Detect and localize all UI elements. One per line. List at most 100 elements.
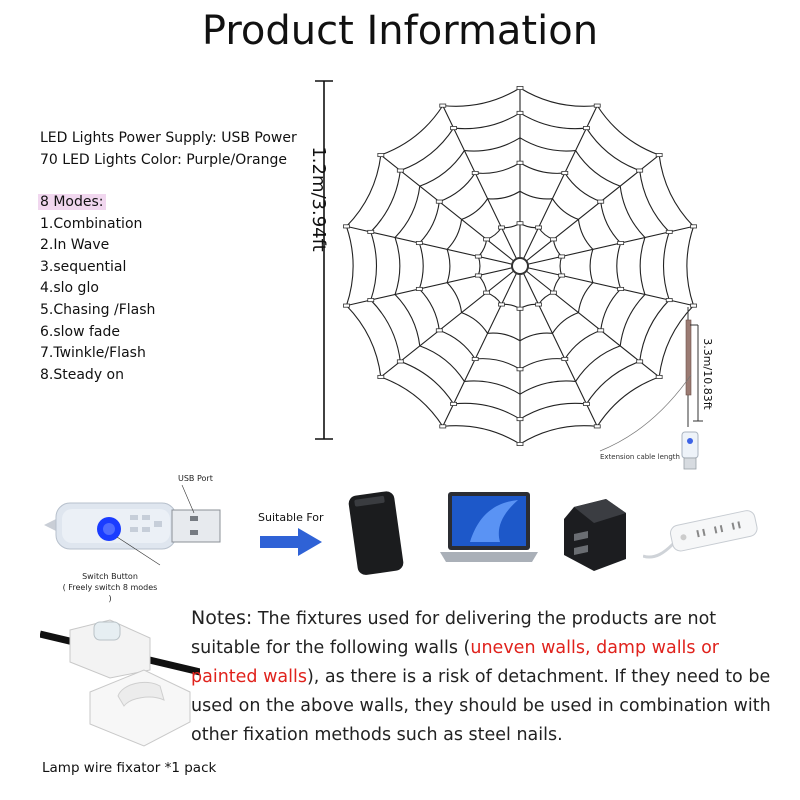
spec-color: 70 LED Lights Color: Purple/Orange — [40, 151, 287, 168]
led-bulb — [498, 302, 505, 307]
led-bulb — [439, 424, 447, 429]
led-bulb — [549, 290, 557, 295]
usb-controller — [44, 485, 221, 566]
led-bulb — [583, 126, 590, 131]
modes-title: 8 Modes: — [38, 194, 106, 210]
suitable-for-label: Suitable For — [258, 511, 324, 524]
led-bulb — [665, 298, 673, 303]
web-spoke — [442, 265, 521, 427]
led-bulb — [665, 229, 673, 234]
web-size-label: 1.2m/3.94ft — [308, 146, 329, 251]
led-bulb — [483, 290, 491, 295]
led-bulb — [558, 254, 566, 259]
led-bulbs — [343, 85, 697, 446]
mode-item: 3.sequential — [40, 258, 127, 275]
web-spoke — [519, 265, 694, 307]
led-bulb — [690, 303, 697, 308]
led-bulb — [597, 199, 605, 204]
notes-highlight: uneven walls, damp walls or painted wall… — [191, 638, 719, 687]
led-bulb — [450, 401, 457, 406]
usb-plug-small — [681, 431, 699, 470]
led-bulb — [415, 241, 423, 246]
led-bulb — [690, 224, 697, 229]
fixator-label: Lamp wire fixator *1 pack — [42, 760, 217, 776]
led-bulb — [617, 241, 625, 246]
led-bulb — [593, 424, 601, 429]
usb-port-label: USB Port — [178, 474, 213, 483]
led-bulb — [471, 357, 479, 362]
extension-cable — [599, 307, 703, 452]
specs-block: LED Lights Power Supply: USB Power 70 LE… — [40, 128, 297, 171]
led-bulb — [516, 306, 524, 311]
led-bulb — [415, 286, 423, 291]
led-bulb — [535, 302, 542, 307]
led-bulb — [617, 286, 625, 291]
web-spoke — [519, 225, 694, 267]
web-ring — [446, 190, 594, 342]
web-spoke — [519, 105, 598, 267]
page-title: Product Information — [201, 8, 599, 54]
cable-length-label: 3.3m/10.83ft — [701, 338, 714, 410]
led-bulb — [435, 328, 443, 333]
led-bulb — [583, 401, 590, 406]
led-bulb — [471, 170, 479, 175]
web-spoke — [380, 154, 521, 267]
web-spoke — [519, 154, 660, 267]
switch-button-subtitle: ( Freely switch 8 modes ) — [62, 583, 158, 603]
web-wires — [345, 87, 695, 445]
notes-text-1: The fixtures used for delivering the pro… — [191, 609, 717, 658]
web-ring — [345, 87, 695, 445]
web-ring — [477, 222, 563, 310]
led-bulb — [516, 221, 524, 226]
modes-list: 8 Modes: 1.Combination 2.In Wave 3.seque… — [38, 192, 156, 386]
notes-lead: Notes: — [191, 607, 253, 629]
led-bulb — [561, 357, 569, 362]
mode-item: 4.slo glo — [40, 280, 99, 297]
led-bulb — [516, 85, 524, 90]
web-spoke — [346, 225, 521, 267]
led-bulb — [498, 225, 505, 230]
led-bulb — [516, 110, 524, 115]
lamp-wire-fixator-image — [40, 619, 200, 747]
led-bulb — [435, 199, 443, 204]
spider-web-light-diagram: 1.2m/3.94ft 3.3m/10.83ft Extension cable… — [308, 80, 714, 470]
led-bulb — [593, 103, 601, 108]
led-bulb — [450, 126, 457, 131]
notes-paragraph: Notes: The fixtures used for delivering … — [191, 604, 791, 750]
led-bulb — [636, 168, 644, 173]
led-bulb — [516, 160, 524, 165]
led-bulb — [396, 168, 404, 173]
spec-power: LED Lights Power Supply: USB Power — [40, 130, 297, 146]
led-bulb — [558, 273, 566, 278]
web-spoke — [519, 265, 598, 427]
led-bulb — [396, 359, 404, 364]
web-spoke — [442, 105, 521, 267]
led-bulb — [439, 103, 447, 108]
led-bulb — [636, 359, 644, 364]
mode-item: 2.In Wave — [40, 237, 110, 254]
led-bulb — [343, 303, 350, 308]
height-dimension-line — [315, 80, 333, 440]
mode-item: 6.slow fade — [40, 323, 121, 340]
power-bank-icon — [348, 491, 404, 575]
mode-item: 7.Twinkle/Flash — [40, 345, 146, 362]
led-bulb — [474, 273, 482, 278]
led-bulb — [535, 225, 542, 230]
web-ring — [370, 112, 670, 420]
usb-charger-icon — [564, 499, 626, 571]
led-bulb — [655, 374, 663, 379]
web-ring — [418, 162, 622, 370]
cable-caption: Extension cable length — [600, 453, 680, 461]
mode-item: 5.Chasing /Flash — [40, 301, 156, 318]
mode-item: 1.Combination — [40, 215, 143, 232]
led-bulb — [343, 224, 350, 229]
led-bulb — [377, 153, 385, 158]
led-bulb — [516, 367, 524, 372]
web-spoke — [346, 265, 521, 307]
led-bulb — [516, 417, 524, 422]
led-bulb — [483, 237, 491, 242]
led-bulb — [377, 374, 385, 379]
led-bulb — [655, 153, 663, 158]
arrow-right-icon — [260, 528, 322, 556]
led-bulb — [474, 254, 482, 259]
